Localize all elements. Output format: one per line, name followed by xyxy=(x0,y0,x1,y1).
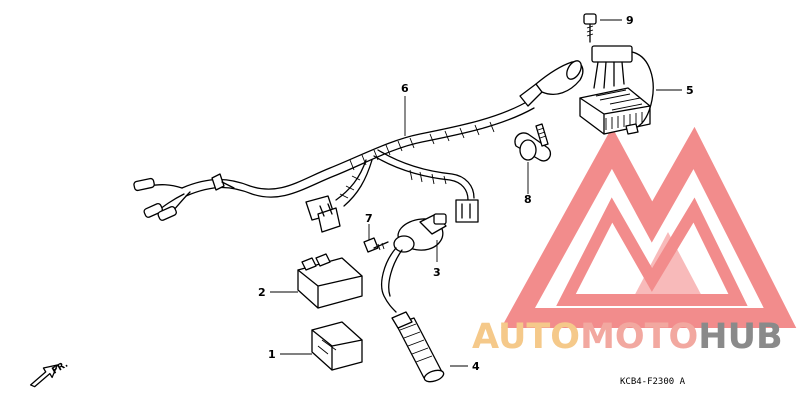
callout-4: 4 xyxy=(472,360,480,373)
callout-6: 6 xyxy=(401,82,409,95)
watermark-text: AUTOMOTOHUB xyxy=(472,317,783,357)
cdi-unit xyxy=(297,253,363,309)
callout-1: 1 xyxy=(268,348,276,361)
direction-arrow: FR. xyxy=(29,360,70,388)
regulator-rectifier xyxy=(579,13,654,135)
callouts: 1 2 3 4 5 6 8 7 9 xyxy=(258,14,694,373)
callout-7: 7 xyxy=(365,212,373,225)
leader-lines xyxy=(270,19,682,367)
ignition-coil xyxy=(381,213,447,313)
svg-text:AUTOMOTOHUB: AUTOMOTOHUB xyxy=(472,317,783,357)
callout-5: 5 xyxy=(686,84,694,97)
rubber-mount xyxy=(311,321,363,371)
bolt xyxy=(363,237,389,253)
watermark-moto: MOTO xyxy=(580,317,698,357)
callout-2: 2 xyxy=(258,286,266,299)
callout-3: 3 xyxy=(433,266,441,279)
wire-harness xyxy=(133,60,584,233)
callout-9: 9 xyxy=(626,14,634,27)
drawing-code: KCB4-F2300 A xyxy=(620,377,686,387)
watermark-logo xyxy=(501,126,797,328)
watermark-auto: AUTO xyxy=(472,317,580,357)
callout-8: 8 xyxy=(524,193,532,206)
spark-plug-cap xyxy=(391,311,445,383)
direction-label: FR. xyxy=(51,360,70,377)
harness-clamp xyxy=(514,123,552,162)
watermark-hub: HUB xyxy=(698,317,782,357)
